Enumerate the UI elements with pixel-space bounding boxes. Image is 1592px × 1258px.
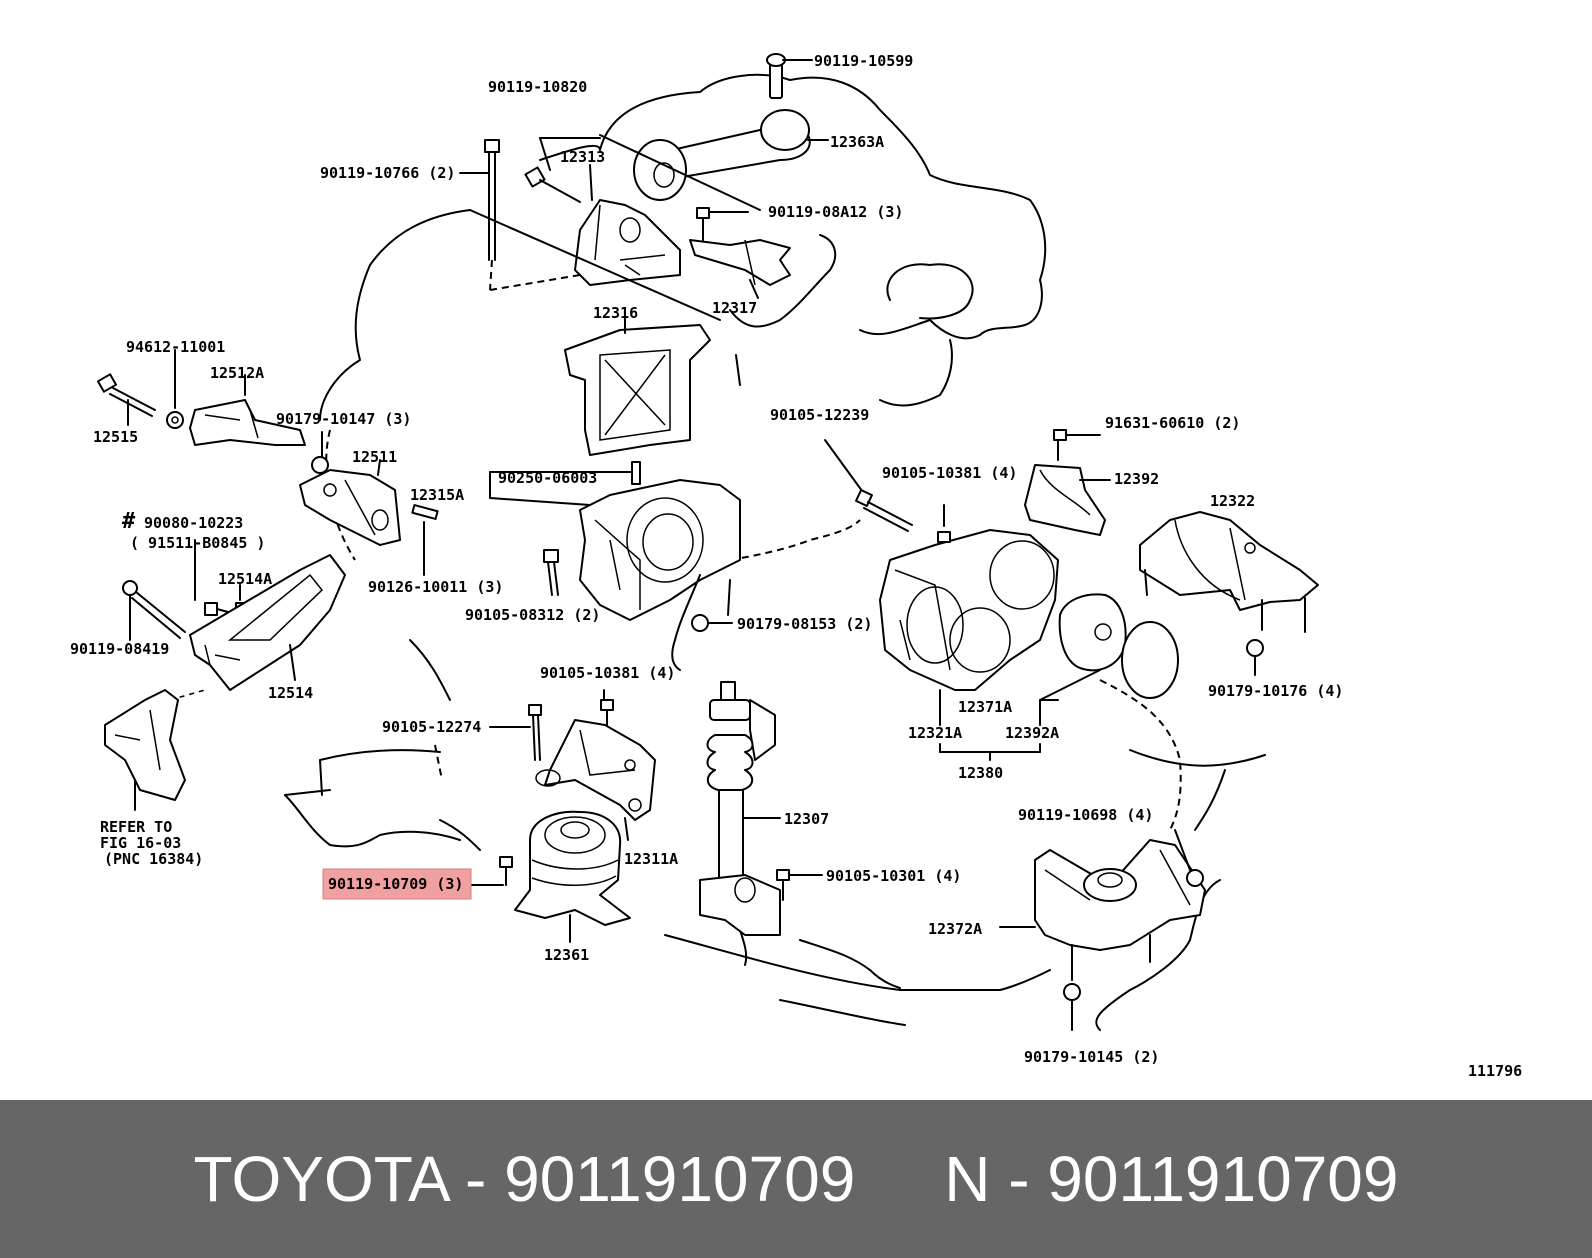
label-12317: 12317 [712,299,757,317]
torque-rod-12363A [633,53,829,201]
label-90119-10709: 90119-10709 (3) [328,875,463,893]
label-91631-60610: 91631-60610 (2) [1105,414,1240,432]
bracket-12317 [689,207,791,299]
label-90105-10381-b: 90105-10381 (4) [540,664,675,682]
label-12361: 12361 [544,946,589,964]
leader-lines-12380 [939,689,1059,761]
refer-bracket [104,689,206,811]
label-90119-08A12: 90119-08A12 (3) [768,203,903,221]
label-90126-10011: 90126-10011 (3) [368,578,503,596]
bracket-12372A [999,829,1206,1031]
bolt-90105-12239 [824,439,913,532]
label-12307: 12307 [784,810,829,828]
label-fig-16-03: FIG 16-03 [100,834,181,852]
label-12316: 12316 [593,304,638,322]
label-91511-B0845: ( 91511-B0845 ) [130,534,265,552]
label-12321A: 12321A [908,724,962,742]
label-12514: 12514 [268,684,313,702]
label-90119-10766: 90119-10766 (2) [320,164,455,182]
bracket-12313 [524,137,681,286]
bracket-12315A [489,461,741,671]
bracket-12316 [564,316,711,456]
bracket-12512A [96,349,306,446]
label-12392A: 12392A [1005,724,1059,742]
bolt-90105-10301 [776,869,823,901]
bracket-12311A [489,689,656,841]
label-90250-06003: 90250-06003 [498,469,597,487]
part-number-banner: TOYOTA - 9011910709 N - 9011910709 [0,1100,1592,1258]
bracket-12514 [122,539,346,691]
label-90105-10301: 90105-10301 (4) [826,867,961,885]
label-90105-10381-a: 90105-10381 (4) [882,464,1017,482]
separator-2: - [1008,1143,1030,1215]
label-90119-10820: 90119-10820 [488,78,587,96]
label-12315A: 12315A [410,486,464,504]
part-number-2: 9011910709 [1047,1143,1399,1215]
label-94612-11001: 94612-11001 [126,338,225,356]
label-12511: 12511 [352,448,397,466]
bracket-12392 [1024,429,1111,536]
label-12313: 12313 [560,148,605,166]
brand-name: TOYOTA [193,1143,448,1215]
label-12380: 12380 [958,764,1003,782]
mount-12371A [1039,593,1179,701]
label-90080-10223: 90080-10223 [144,514,243,532]
label-12371A: 12371A [958,698,1012,716]
label-pnc-16384: (PNC 16384) [104,850,203,868]
label-12392: 12392 [1114,470,1159,488]
part-number: 9011910709 [504,1143,856,1215]
label-12372A: 12372A [928,920,982,938]
label-90105-08312: 90105-08312 (2) [465,606,600,624]
label-90179-10145: 90179-10145 (2) [1024,1048,1159,1066]
label-90179-08153: 90179-08153 (2) [737,615,872,633]
parts-diagram: 90119-10599 90119-10820 12363A 12313 901… [70,52,1522,1080]
label-12363A: 12363A [830,133,884,151]
brand-code: N [944,1143,991,1215]
label-12512A: 12512A [210,364,264,382]
hash-mark: # [122,509,136,534]
figure-number: 111796 [1468,1062,1522,1080]
label-90105-12239: 90105-12239 [770,406,869,424]
bracket-12322 [1139,511,1319,676]
label-90179-10176: 90179-10176 (4) [1208,682,1343,700]
engine-mount-12361 [471,810,631,943]
label-90119-08419: 90119-08419 [70,640,169,658]
label-12515: 12515 [93,428,138,446]
label-12322: 12322 [1210,492,1255,510]
label-90105-12274: 90105-12274 [382,718,481,736]
label-12311A: 12311A [624,850,678,868]
label-refer-to: REFER TO [100,818,172,836]
highlight-box [322,868,472,900]
label-90179-10147: 90179-10147 (3) [276,410,411,428]
label-90119-10599: 90119-10599 [814,52,913,70]
bolt-90119-10766 [459,134,761,321]
part-labels: 90119-10599 90119-10820 12363A 12313 901… [70,52,1522,1080]
separator-1: - [465,1143,487,1215]
label-90119-10698: 90119-10698 (4) [1018,806,1153,824]
bracket-12321A [879,504,1059,691]
bracket-12511 [299,431,439,576]
label-12514A: 12514A [218,570,272,588]
damper-12307 [699,681,781,936]
